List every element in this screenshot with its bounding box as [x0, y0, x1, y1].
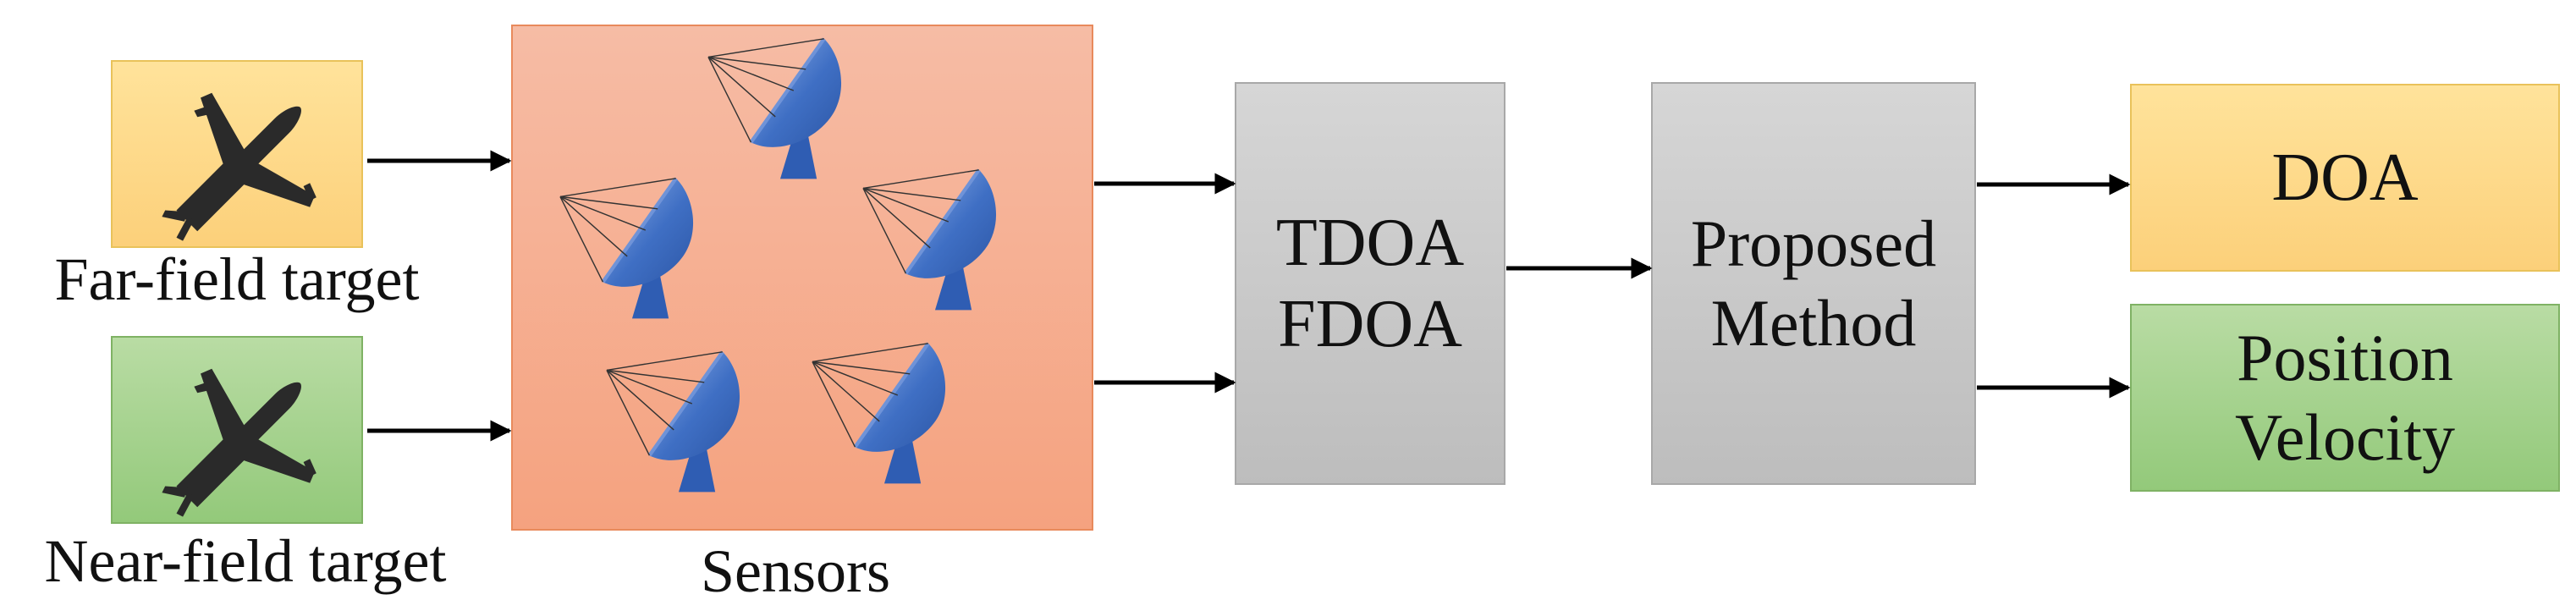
near-field-label: Near-field target [44, 527, 447, 595]
sensors-label: Sensors [700, 537, 890, 605]
position-velocity-text: Position Velocity [2131, 305, 2559, 491]
method-label: Method [1710, 286, 1917, 360]
tdoa-fdoa-box [1235, 82, 1505, 485]
tdoa-fdoa-text: TDOA FDOA [1236, 83, 1505, 484]
position-velocity-box [2130, 304, 2560, 492]
proposed-method-box [1651, 82, 1976, 485]
position-label: Position [2237, 321, 2453, 395]
proposed-label: Proposed [1690, 206, 1937, 281]
velocity-label: Velocity [2235, 400, 2455, 474]
proposed-method-text: Proposed Method [1652, 83, 1975, 484]
arrows [367, 150, 2131, 442]
far-field-label: Far-field target [54, 245, 420, 313]
doa-box [2130, 84, 2560, 272]
doa-text: DOA [2271, 140, 2419, 215]
tdoa-label: TDOA [1275, 206, 1465, 280]
fdoa-label: FDOA [1278, 287, 1462, 361]
